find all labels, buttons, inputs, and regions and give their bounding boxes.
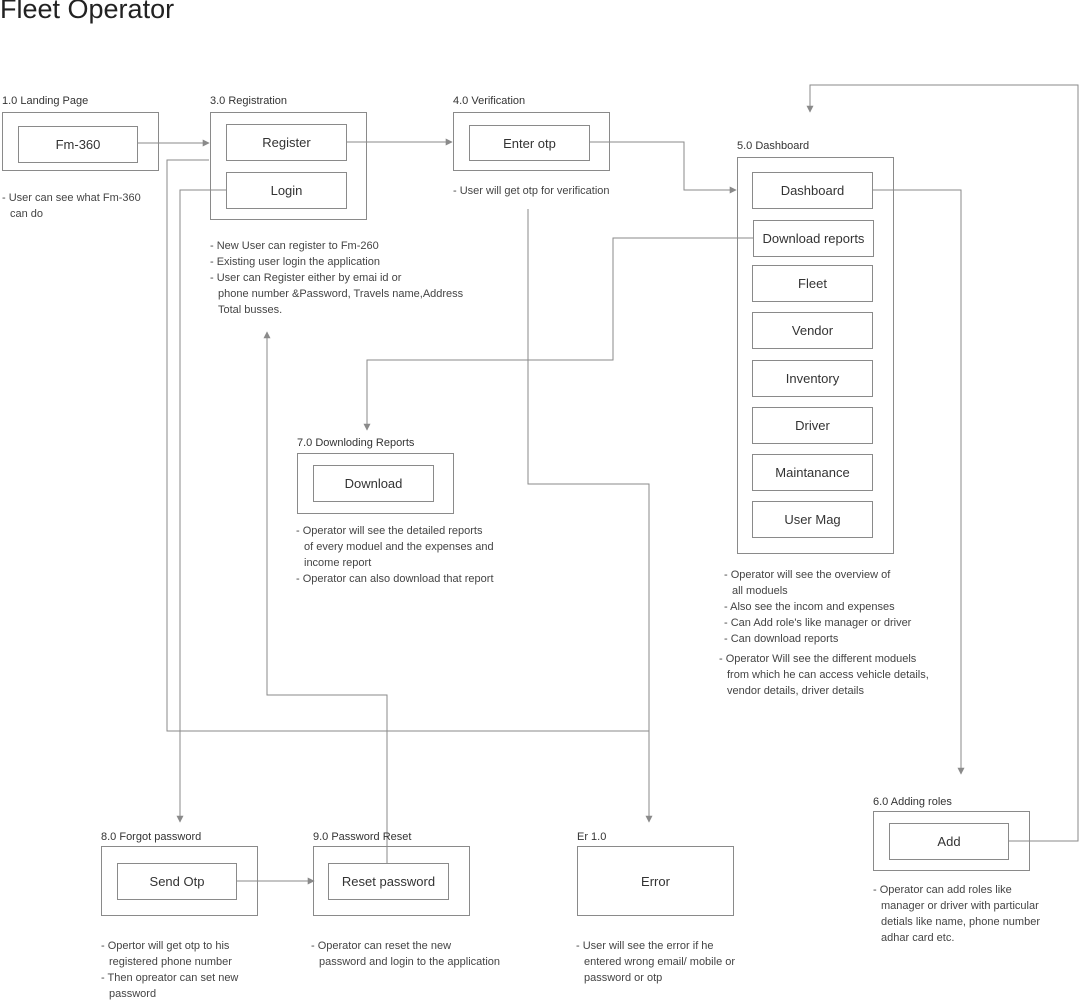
reports-section-label: 7.0 Downloding Reports xyxy=(297,437,415,449)
reset-frame xyxy=(313,846,470,916)
login-button[interactable]: Login xyxy=(226,172,347,209)
error-notes: - User will see the error if he entered … xyxy=(576,940,736,984)
page-title: Fleet Operator xyxy=(0,0,175,24)
forgot-notes: - Opertor will get otp to his registered… xyxy=(101,940,239,1000)
reset-password-button[interactable]: Reset password xyxy=(328,863,449,900)
roles-notes: - Operator can add roles like manager or… xyxy=(873,884,1040,944)
verification-section-label: 4.0 Verification xyxy=(453,95,526,107)
register-button[interactable]: Register xyxy=(226,124,347,161)
arrow-reset-to-registration xyxy=(263,331,388,863)
dashboard-frame xyxy=(737,157,894,554)
dashboard-section-label: 5.0 Dashboard xyxy=(737,140,810,152)
error-section-label: Er 1.0 xyxy=(577,831,607,843)
fm360-button[interactable]: Fm-360 xyxy=(18,126,138,163)
reports-frame xyxy=(297,453,454,514)
inventory-button[interactable]: Inventory xyxy=(752,360,873,397)
forgot-frame xyxy=(101,846,258,916)
reset-section-label: 9.0 Password Reset xyxy=(313,831,412,843)
arrow-dashboard-to-roles xyxy=(873,189,965,775)
registration-frame xyxy=(210,112,367,220)
forgot-section-label: 8.0 Forgot password xyxy=(101,831,202,843)
vendor-button[interactable]: Vendor xyxy=(752,312,873,349)
maintanance-button[interactable]: Maintanance xyxy=(752,454,873,491)
driver-button[interactable]: Driver xyxy=(752,407,873,444)
arrow-dashboard-to-reports xyxy=(363,237,753,431)
arrow-verification-to-error xyxy=(527,209,653,823)
roles-frame xyxy=(873,811,1030,871)
enter-otp-button[interactable]: Enter otp xyxy=(469,125,590,161)
reset-notes: - Operator can reset the new password an… xyxy=(311,940,501,968)
user-mag-button[interactable]: User Mag xyxy=(752,501,873,538)
reports-notes: - Operator will see the detailed reports… xyxy=(296,525,494,585)
landing-section-label: 1.0 Landing Page xyxy=(2,95,89,107)
download-reports-button[interactable]: Download reports xyxy=(753,220,874,257)
send-otp-button[interactable]: Send Otp xyxy=(117,863,237,900)
dashboard-modules-notes: - Operator Will see the different moduel… xyxy=(719,653,929,697)
roles-section-label: 6.0 Adding roles xyxy=(873,796,952,808)
landing-frame xyxy=(2,112,159,171)
verification-frame xyxy=(453,112,610,171)
landing-notes: - User can see what Fm-360 can do xyxy=(2,192,141,220)
download-button[interactable]: Download xyxy=(313,465,434,502)
arrow-verification-to-dashboard xyxy=(589,141,737,194)
line-registration-to-error xyxy=(166,159,649,732)
registration-notes: - New User can register to Fm-260 - Exis… xyxy=(210,240,464,316)
arrow-roles-loop xyxy=(806,84,1079,842)
verification-notes: - User will get otp for verification xyxy=(453,185,610,197)
dashboard-button[interactable]: Dashboard xyxy=(752,172,873,209)
registration-section-label: 3.0 Registration xyxy=(210,95,288,107)
fleet-button[interactable]: Fleet xyxy=(752,265,873,302)
dashboard-notes: - Operator will see the overview of all … xyxy=(724,569,912,645)
add-button[interactable]: Add xyxy=(889,823,1009,860)
error-box: Error xyxy=(577,846,734,916)
